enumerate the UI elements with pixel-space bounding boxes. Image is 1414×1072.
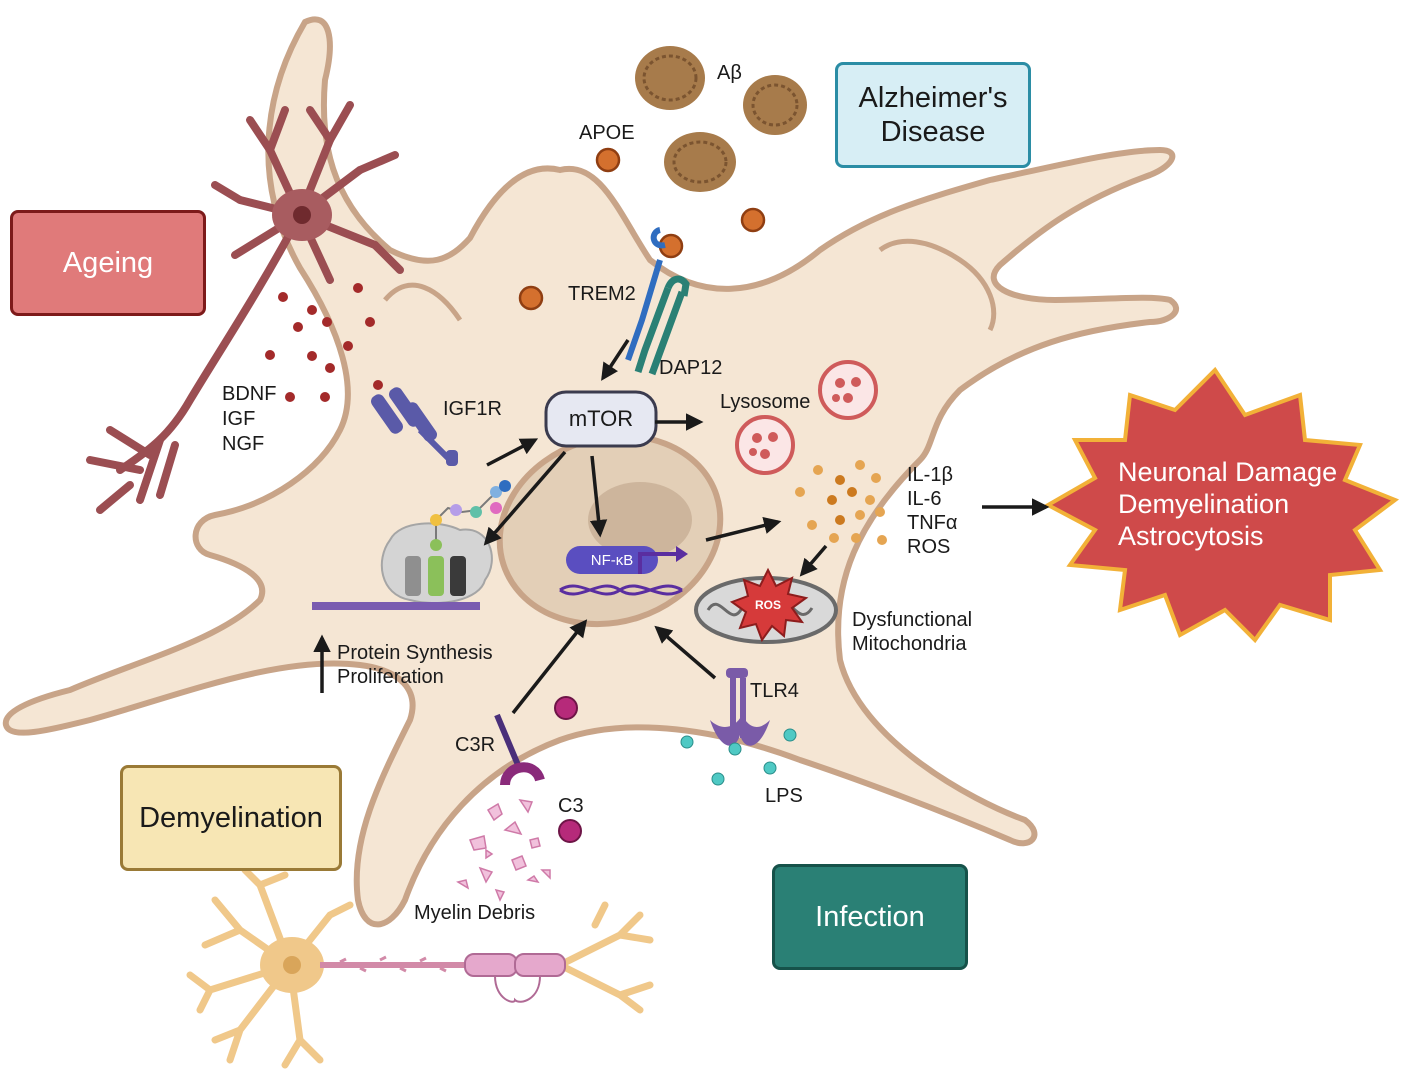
c3-particles [554,696,582,843]
nucleolus [588,482,692,558]
igf-label: IGF [222,408,256,430]
protein-synthesis-label: Protein Synthesis [337,642,493,664]
c3r-label: C3R [455,734,496,756]
mitochondria-label: Mitochondria [852,633,967,655]
trem2-receptor [625,227,666,361]
infection-label: Infection [815,900,925,933]
arrow-cytokines-mito [799,544,828,577]
bdnf-label: BDNF [222,383,277,405]
arrow-nucleus-cytokines [705,516,782,542]
demyelination-label: Demyelination [139,801,323,834]
demyelinated-neuron-nucleus [283,956,301,974]
arrow-c3r-nucleus [511,619,588,715]
dysfunctional-label: Dysfunctional [852,609,973,631]
dysfunctional-mitochondrion [694,567,838,644]
transcription-arrow [638,552,678,574]
ngf-label: NGF [222,433,265,455]
lysosome-label: Lysosome [720,391,811,413]
cell-process-upper [878,238,997,332]
lysosome-1 [818,360,878,420]
oligodendrocyte-process [494,975,541,1003]
alzheimers-label-line2: Disease [880,116,986,148]
abeta-label: Aβ [717,62,742,84]
myelin-debris-label: Myelin Debris [414,902,536,924]
tnfa-label: TNFα [907,512,958,534]
outcome-neuronal-damage: Neuronal Damage [1118,457,1338,487]
ageing-box: Ageing [10,210,206,316]
myelin-sheath-2 [514,953,566,977]
lps-particles [680,728,797,786]
nfkb-node [566,546,658,574]
arrow-igf1r-mtor [486,438,539,467]
igf1r-label: IGF1R [443,398,502,420]
arrow-trem2-mtor [601,339,630,381]
ageing-label: Ageing [62,246,154,279]
growth-factor-dots [265,283,383,402]
arrow-tlr4-nucleus [654,625,717,680]
demyelination-box: Demyelination [120,765,342,871]
outcome-starburst [1043,366,1400,644]
alzheimers-disease-box: Alzheimer's Disease [835,62,1031,168]
cytokine-particles [795,460,887,545]
igf1r-receptor [371,387,458,466]
ros-badge-label: ROS [755,598,782,612]
lps-label: LPS [765,785,803,807]
demyelinated-neuron [186,866,654,1069]
tlr4-label: TLR4 [750,680,799,702]
c3-label: C3 [558,795,584,817]
tlr4-receptor [710,668,770,746]
nfkb-dna-complex [559,546,688,596]
mtor-label: mTOR [568,406,634,431]
mtor-node [544,390,658,448]
ribosome-complex [312,480,511,610]
myelin-sheath-1 [464,953,518,977]
lysosome-2 [735,415,795,475]
myelin-debris-fragments [456,798,551,902]
proliferation-label: Proliferation [337,666,444,688]
alzheimers-label-line1: Alzheimer's [858,82,1008,114]
arrow-mtor-nfkb [589,455,608,538]
apoe-label: APOE [579,122,635,144]
trem2-label: TREM2 [568,283,636,305]
arrow-mtor-ribosome [483,450,567,546]
pathway-arrows [313,339,1050,715]
dap12-adaptor [634,275,690,376]
dap12-label: DAP12 [659,357,723,379]
il1b-label: IL-1β [907,464,953,486]
outcome-astrocytosis: Astrocytosis [1118,521,1264,551]
ros-burst [729,567,809,643]
il6-label: IL-6 [907,488,942,510]
cell-process-left [383,282,463,322]
infection-box: Infection [772,864,968,970]
ros-label: ROS [907,536,951,558]
outcome-demyelination: Demyelination [1118,489,1290,519]
nfkb-label: NF-κB [590,551,634,569]
abeta-plaques [635,46,807,192]
apoe-particles [518,147,766,311]
c3r-receptor [494,713,545,786]
aging-neuron-nucleus [293,206,311,224]
axon-fragments [339,955,447,973]
aging-neuron [86,101,404,514]
